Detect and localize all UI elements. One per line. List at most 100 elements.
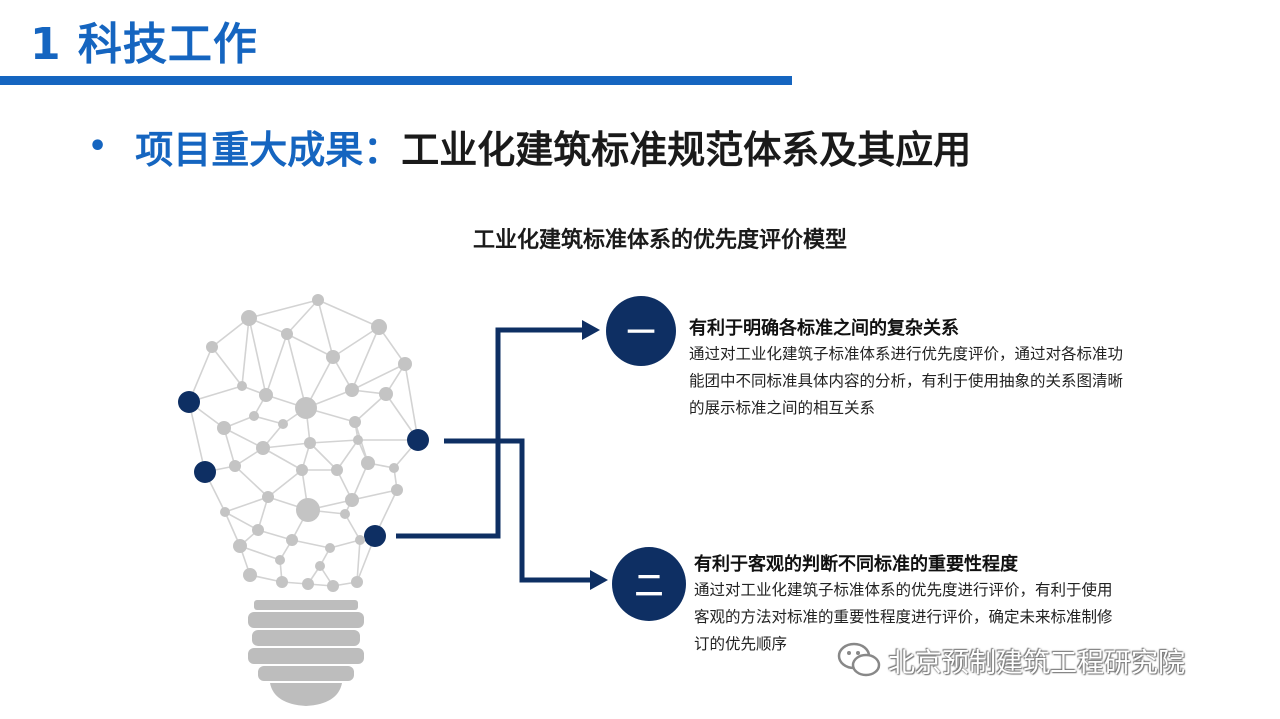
network-edge — [253, 415, 284, 425]
network-edge — [329, 539, 361, 549]
network-edge — [267, 469, 303, 498]
title-underline-bar — [0, 76, 792, 85]
network-edge — [248, 299, 319, 319]
network-node — [340, 509, 350, 519]
bulb-network-edges — [188, 299, 419, 587]
network-edge — [351, 326, 380, 391]
network-edge — [344, 513, 361, 541]
bullet-icon: • — [88, 128, 108, 164]
network-edge — [224, 511, 259, 531]
network-node — [398, 357, 412, 371]
network-node — [256, 441, 270, 455]
network-node — [312, 294, 324, 306]
network-node — [349, 416, 361, 428]
network-node — [286, 534, 298, 546]
point-heading-2: 有利于客观的判断不同标准的重要性程度 — [694, 554, 1018, 575]
bulb-network-nodes — [178, 294, 429, 592]
network-node — [233, 539, 247, 553]
point-marker-1: 一 — [606, 296, 676, 366]
network-edge — [332, 326, 380, 358]
connector-arrows — [396, 327, 594, 583]
network-node — [217, 421, 231, 435]
network-node-accent — [364, 525, 386, 547]
network-node — [361, 456, 375, 470]
network-node — [262, 491, 274, 503]
arrowhead-lower — [590, 570, 608, 590]
wechat-icon — [837, 642, 881, 677]
point-heading-1: 有利于明确各标准之间的复杂关系 — [689, 318, 959, 339]
network-edge — [309, 442, 338, 471]
network-node — [243, 568, 257, 582]
network-edge — [241, 317, 250, 387]
point-body-2: 通过对工业化建筑子标准体系的优先度进行评价，有利于使用客观的方法对标准的重要性程… — [694, 581, 1113, 653]
network-edge — [317, 299, 380, 328]
network-node — [389, 463, 399, 473]
network-node — [315, 561, 325, 571]
network-node — [278, 419, 288, 429]
network-node-accent — [407, 429, 429, 451]
point-marker-2: 二 — [612, 547, 686, 621]
network-edge — [265, 333, 288, 396]
network-node — [345, 383, 359, 397]
network-edge — [262, 442, 311, 449]
network-node — [296, 498, 320, 522]
headline-topic: 工业化建筑标准规范体系及其应用 — [401, 127, 972, 172]
network-node — [327, 580, 339, 592]
network-edge — [239, 545, 281, 561]
network-node — [206, 341, 218, 353]
network-node — [351, 576, 363, 588]
diagram-title: 工业化建筑标准体系的优先度评价模型 — [472, 228, 847, 253]
connector-arrow-upper — [396, 327, 588, 539]
network-node — [252, 524, 264, 536]
watermark: 北京预制建筑工程研究院 — [836, 640, 1185, 680]
network-edge — [291, 539, 331, 549]
arrowheads — [582, 320, 608, 590]
network-node — [275, 555, 285, 565]
network-edge — [309, 439, 359, 444]
network-edge — [262, 447, 303, 471]
network-node — [355, 535, 365, 545]
network-node — [326, 350, 340, 364]
network-node — [325, 543, 335, 553]
headline: • 项目重大成果： 工业化建筑标准规范体系及其应用 — [88, 118, 971, 174]
network-edge — [224, 496, 269, 513]
network-edge — [317, 299, 334, 358]
network-node — [281, 328, 293, 340]
network-edge — [336, 439, 359, 471]
network-edge — [404, 363, 419, 441]
network-node — [345, 493, 359, 507]
network-edge — [211, 346, 243, 387]
network-node — [237, 381, 247, 391]
connector-arrow-lower — [444, 438, 594, 583]
network-edge — [248, 317, 267, 396]
arrowhead-upper — [582, 320, 600, 340]
network-node — [249, 411, 259, 421]
network-edge — [351, 363, 406, 391]
network-edge — [286, 333, 334, 358]
network-edge — [234, 465, 269, 498]
network-node — [241, 310, 257, 326]
network-edge — [286, 299, 319, 335]
watermark-text: 北京预制建筑工程研究院 — [888, 647, 1185, 679]
network-node — [371, 319, 387, 335]
network-edge — [351, 489, 398, 501]
network-node — [259, 388, 273, 402]
headline-label: 项目重大成果： — [135, 127, 402, 172]
network-node — [296, 464, 308, 476]
network-node — [220, 507, 230, 517]
network-edge — [286, 333, 307, 409]
network-node — [304, 437, 316, 449]
network-node — [379, 387, 393, 401]
network-node — [229, 460, 241, 472]
network-node — [331, 464, 343, 476]
network-node — [276, 576, 288, 588]
network-edge — [223, 427, 264, 449]
point-body-1: 通过对工业化建筑子标准体系进行优先度评价，通过对各标准功能团中不同标准具体内容的… — [689, 345, 1124, 417]
network-node — [302, 578, 314, 590]
network-node-accent — [194, 461, 216, 483]
network-node-accent — [178, 391, 200, 413]
bulb-base — [248, 600, 364, 706]
network-node — [353, 435, 363, 445]
network-node — [295, 397, 317, 419]
